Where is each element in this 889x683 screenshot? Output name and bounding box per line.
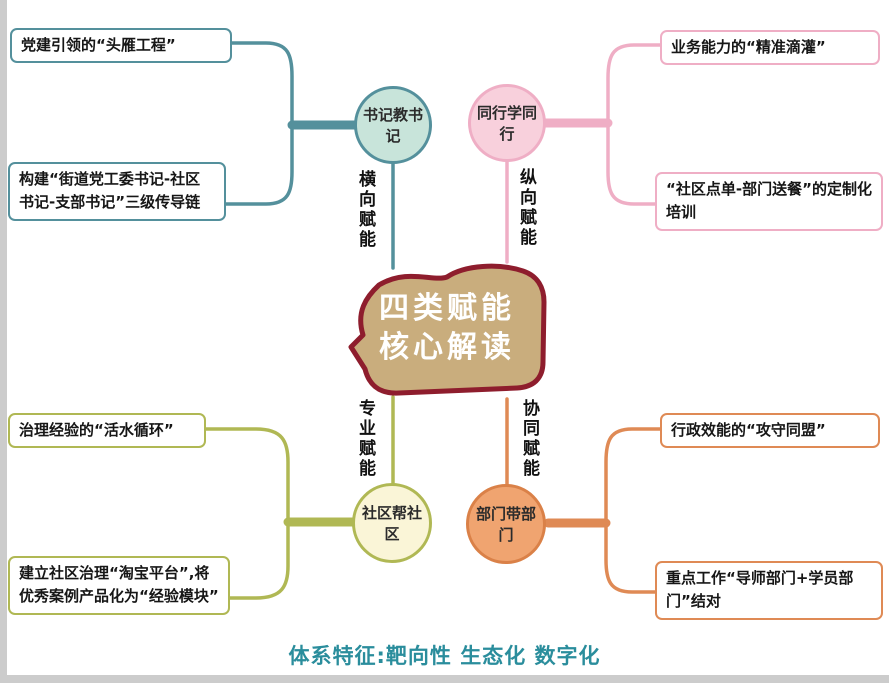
node-peers-learn-peers: 同行学同行 (468, 84, 546, 162)
olive-branch-connectors (204, 395, 395, 600)
axis-professional-empowerment: 专业赋能 (355, 399, 375, 479)
left-frame-edge (0, 0, 7, 683)
box-customized-training: “社区点单-部门送餐”的定制化培训 (655, 172, 883, 231)
box-three-level-chain: 构建“街道党工委书记-社区书记-支部书记”三级传导链 (8, 162, 226, 221)
box-precise-irrigation: 业务能力的“精准滴灌” (660, 30, 880, 66)
axis-vertical-empowerment: 纵向赋能 (516, 168, 536, 248)
teal-branch-connectors (224, 41, 395, 270)
box-living-water-cycle: 治理经验的“活水循环” (8, 413, 206, 449)
center-title-line1: 四类赋能 (379, 291, 515, 326)
box-offense-defense-alliance: 行政效能的“攻守同盟” (660, 413, 880, 449)
bottom-frame-edge (0, 675, 889, 683)
center-title: 四类赋能 核心解读 (352, 289, 542, 367)
node-community-helps-community: 社区帮社区 (352, 483, 432, 563)
node-department-leads-department: 部门带部门 (466, 484, 546, 564)
axis-horizontal-empowerment: 横向赋能 (355, 170, 375, 250)
center-shape (348, 263, 547, 396)
system-characteristics-caption: 体系特征:靶向性 生态化 数字化 (288, 644, 601, 668)
node-secretary-teaches-secretary: 书记教书记 (354, 86, 432, 164)
box-head-goose-project: 党建引领的“头雁工程” (10, 28, 232, 64)
orange-branch-connectors (505, 397, 662, 594)
center-title-line2: 核心解读 (379, 330, 515, 365)
pink-branch-connectors (505, 43, 662, 264)
box-taobao-platform: 建立社区治理“淘宝平台”,将优秀案例产品化为“经验模块” (8, 556, 230, 615)
box-mentor-trainee-pairing: 重点工作“导师部门+学员部门”结对 (655, 561, 883, 620)
axis-collaborative-empowerment: 协同赋能 (519, 399, 539, 479)
